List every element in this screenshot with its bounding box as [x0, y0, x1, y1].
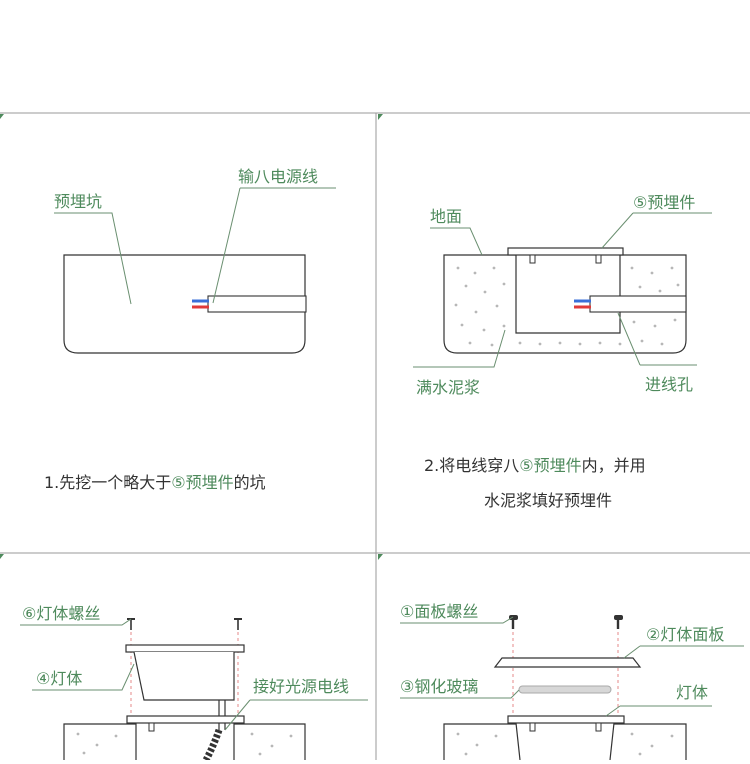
label-pit: 预埋坑 [54, 192, 102, 211]
label-power-cable: 输八电源线 [238, 167, 318, 186]
cement-dots [454, 266, 680, 347]
label-embedded-part: ⑤预埋件 [633, 193, 695, 212]
label-tempered-glass: ③钢化玻璃 [400, 677, 478, 696]
label-cable-hole: 进线孔 [645, 375, 693, 394]
panel-1: 预埋坑 输八电源线 1.先挖一个略大于⑤预埋件的坑 [44, 167, 336, 492]
panel-grid [0, 112, 750, 760]
label-lamp-body-2: 灯体 [676, 683, 708, 702]
caption-step-2-line1: 2.将电线穿八⑤预埋件内，并用 [424, 456, 646, 475]
panel-2: 地面 ⑤预埋件 满水泥浆 进线孔 2.将电线穿八⑤预埋件内，并用 水泥浆填好预埋… [413, 193, 712, 510]
tempered-glass [518, 685, 612, 694]
panel-screw-left [509, 615, 518, 629]
panel-3: ⑥灯体螺丝 ④灯体 接好光源电线 [20, 604, 368, 762]
label-body-screw: ⑥灯体螺丝 [22, 604, 100, 623]
panel-4: ①面板螺丝 ②灯体面板 ③钢化玻璃 灯体 [400, 602, 744, 761]
lamp-body [125, 644, 245, 701]
panel-screw-right [614, 615, 623, 629]
body-screw-right [234, 618, 242, 630]
caption-step-1: 1.先挖一个略大于⑤预埋件的坑 [44, 473, 266, 492]
embedded-part [507, 247, 624, 264]
light-source-wire [202, 700, 226, 762]
power-cable-2 [574, 295, 687, 313]
power-cable [192, 295, 307, 313]
label-cement: 满水泥浆 [416, 378, 480, 397]
label-lamp-panel: ②灯体面板 [646, 625, 724, 644]
ground-block [443, 254, 687, 354]
label-panel-screw: ①面板螺丝 [400, 602, 478, 621]
pit-outline [63, 254, 306, 354]
label-ground: 地面 [430, 207, 462, 226]
label-lamp-body: ④灯体 [36, 669, 82, 688]
label-wire: 接好光源电线 [253, 677, 349, 696]
lamp-panel [493, 657, 642, 668]
caption-step-2-line2: 水泥浆填好预埋件 [484, 491, 612, 510]
